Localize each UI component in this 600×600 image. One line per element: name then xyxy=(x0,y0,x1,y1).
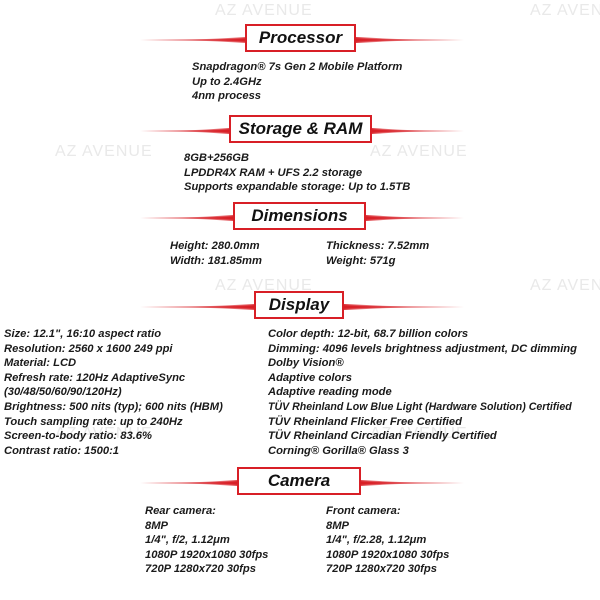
spec-line: (30/48/50/60/90/120Hz) xyxy=(4,386,122,399)
divider-line xyxy=(140,306,257,308)
spec-line: Refresh rate: 120Hz AdaptiveSync xyxy=(4,371,186,384)
processor-header: Processor xyxy=(0,24,600,56)
spec-line: Dimming: 4096 levels brightness adjustme… xyxy=(268,342,577,355)
spec-line: Screen-to-body ratio: 83.6% xyxy=(4,430,152,443)
divider-line xyxy=(140,482,240,484)
dimensions-left: Height: 280.0mm Width: 181.85mm xyxy=(170,239,262,268)
storage-specs: 8GB+256GB LPDDR4X RAM + UFS 2.2 storage … xyxy=(184,151,410,195)
dimensions-right: Thickness: 7.52mm Weight: 571g xyxy=(326,239,429,268)
spec-line: Width: 181.85mm xyxy=(170,254,262,267)
watermark: AZ AVENUE xyxy=(55,143,153,160)
spec-line: Front camera: xyxy=(326,505,401,517)
spec-line: Resolution: 2560 x 1600 249 ppi xyxy=(4,342,173,355)
spec-line: Thickness: 7.52mm xyxy=(326,240,430,252)
processor-specs: Snapdragon® 7s Gen 2 Mobile Platform Up … xyxy=(192,60,402,104)
camera-header: Camera xyxy=(0,467,600,499)
divider-line xyxy=(342,306,464,308)
display-left: Size: 12.1", 16:10 aspect ratio Resoluti… xyxy=(4,327,223,458)
spec-line: Contrast ratio: 1500:1 xyxy=(4,444,120,457)
spec-line: 1/4", f/2, 1.12μm xyxy=(145,534,230,547)
spec-line: 1/4", f/2.28, 1.12μm xyxy=(326,534,427,547)
spec-line: TÜV Rheinland Circadian Friendly Certifi… xyxy=(268,430,497,443)
spec-line: Rear camera: xyxy=(145,505,216,517)
spec-line: 1080P 1920x1080 30fps xyxy=(326,548,450,561)
spec-line: Supports expandable storage: Up to 1.5TB xyxy=(184,181,411,194)
camera-front: Front camera: 8MP 1/4", f/2.28, 1.12μm 1… xyxy=(326,504,449,577)
spec-line: Material: LCD xyxy=(4,357,77,370)
spec-line: Adaptive colors xyxy=(268,371,352,384)
spec-line: Touch sampling rate: up to 240Hz xyxy=(4,415,183,428)
section-title-display: Display xyxy=(254,291,344,319)
divider-line xyxy=(354,39,464,41)
watermark: AZ AVENUE xyxy=(530,277,600,294)
section-title-dimensions: Dimensions xyxy=(233,202,366,230)
spec-line: Up to 2.4GHz xyxy=(192,75,262,88)
spec-line: Dolby Vision® xyxy=(268,357,344,370)
spec-line: Size: 12.1", 16:10 aspect ratio xyxy=(4,328,162,340)
divider-line xyxy=(140,39,250,41)
spec-line: Corning® Gorilla® Glass 3 xyxy=(268,444,409,457)
spec-line: Color depth: 12-bit, 68.7 billion colors xyxy=(268,328,469,340)
watermark: AZ AVENUE xyxy=(530,2,600,19)
spec-line: 8GB+256GB xyxy=(184,152,249,164)
watermark: AZ AVENUE xyxy=(370,143,468,160)
spec-line: 1080P 1920x1080 30fps xyxy=(145,548,269,561)
section-title-camera: Camera xyxy=(237,467,361,495)
spec-line: Weight: 571g xyxy=(326,254,396,267)
divider-line xyxy=(140,217,236,219)
spec-line: TÜV Rheinland Low Blue Light (Hardware S… xyxy=(268,400,572,413)
display-right: Color depth: 12-bit, 68.7 billion colors… xyxy=(268,327,577,458)
watermark: AZ AVENUE xyxy=(215,277,313,294)
display-header: Display xyxy=(0,291,600,323)
spec-line: Snapdragon® 7s Gen 2 Mobile Platform xyxy=(192,61,403,73)
watermark: AZ AVENUE xyxy=(215,2,313,19)
spec-line: Brightness: 500 nits (typ); 600 nits (HB… xyxy=(4,400,223,413)
divider-line xyxy=(140,130,232,132)
divider-line xyxy=(358,482,464,484)
spec-line: 4nm process xyxy=(192,90,262,103)
section-title-processor: Processor xyxy=(245,24,356,52)
spec-line: 720P 1280x720 30fps xyxy=(326,563,437,576)
dimensions-header: Dimensions xyxy=(0,202,600,234)
spec-line: TÜV Rheinland Flicker Free Certified xyxy=(268,415,462,428)
spec-line: LPDDR4X RAM + UFS 2.2 storage xyxy=(184,166,363,179)
spec-line: 8MP xyxy=(145,519,169,532)
section-title-storage: Storage & RAM xyxy=(229,115,372,143)
camera-rear: Rear camera: 8MP 1/4", f/2, 1.12μm 1080P… xyxy=(145,504,268,577)
storage-header: Storage & RAM xyxy=(0,115,600,147)
watermark: AZ AVENUE xyxy=(370,425,468,442)
divider-line xyxy=(364,217,464,219)
spec-line: 8MP xyxy=(326,519,350,532)
divider-line xyxy=(370,130,464,132)
spec-line: Adaptive reading mode xyxy=(268,386,392,399)
spec-line: Height: 280.0mm xyxy=(170,240,260,252)
watermark: AZ AVENUE xyxy=(55,425,153,442)
spec-line: 720P 1280x720 30fps xyxy=(145,563,256,576)
